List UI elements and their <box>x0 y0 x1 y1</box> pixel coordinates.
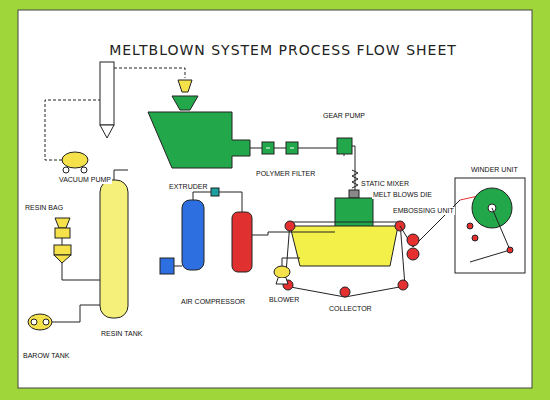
equipment-label: WINDER UNIT <box>470 166 519 174</box>
equipment-label: POLYMER FILTER <box>255 170 316 178</box>
equipment-label: AIR COMPRESSOR <box>180 298 246 306</box>
equipment-label: BLOWER <box>268 296 300 304</box>
equipment-label: RESIN TANK <box>100 330 143 338</box>
equipment-label: VACUUM PUMP <box>58 176 112 184</box>
equipment-label: BAROW TANK <box>22 352 70 360</box>
equipment-label: MELT BLOWS DIE <box>372 191 433 199</box>
equipment-label: COLLECTOR <box>328 305 373 313</box>
equipment-label: RESIN BAG <box>24 204 64 212</box>
equipment-label: GEAR PUMP <box>322 112 366 120</box>
equipment-label: EMBOSSING UNIT <box>392 207 455 215</box>
diagram-title: MELTBLOWN SYSTEM PROCESS FLOW SHEET <box>109 42 457 58</box>
equipment-label: STATIC MIXER <box>360 180 410 188</box>
equipment-label: EXTRUDER <box>168 183 209 191</box>
